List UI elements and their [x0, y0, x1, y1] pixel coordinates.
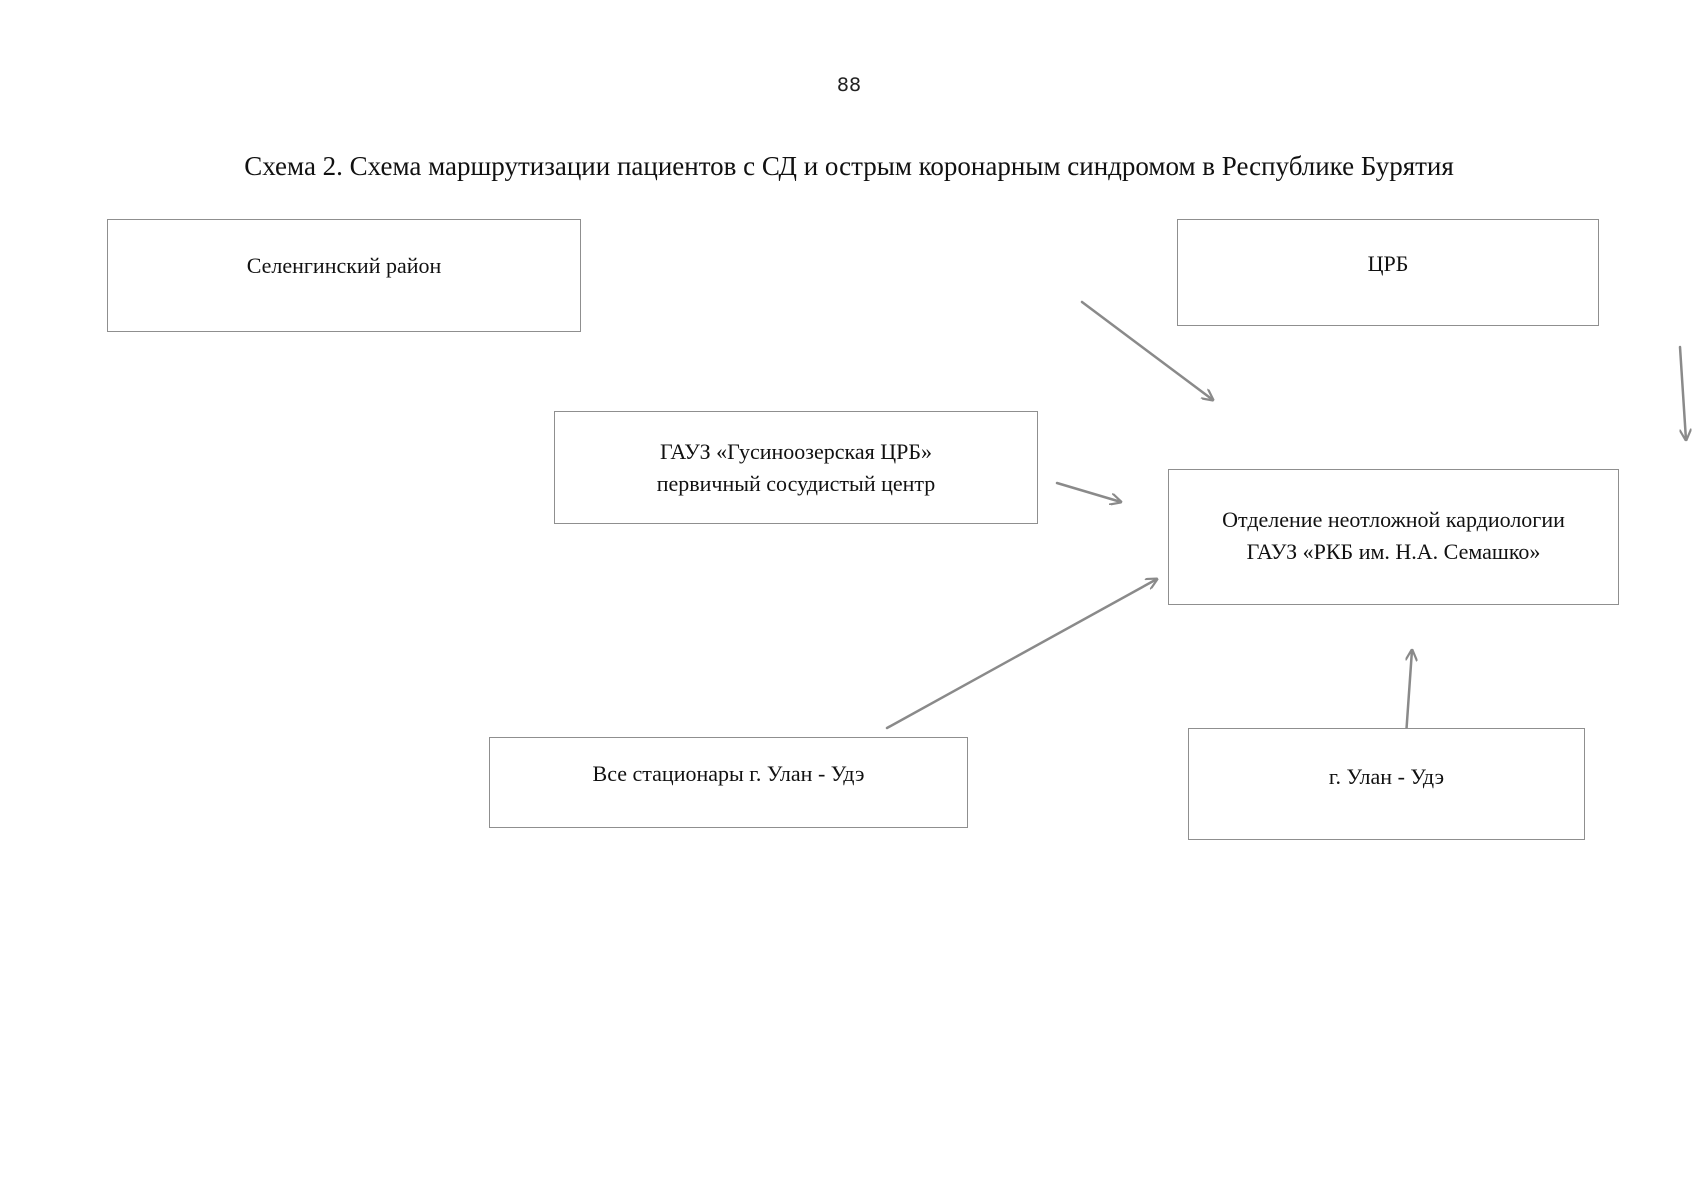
page-number: 88: [836, 74, 862, 96]
node-cardiology-department: Отделение неотложной кардиологии ГАУЗ «Р…: [1168, 469, 1619, 605]
node-label-line-2: первичный сосудистый центр: [656, 471, 936, 496]
node-selenginsky-district: Селенгинский район: [107, 219, 581, 332]
diagram-title: Схема 2. Схема маршрутизации пациентов с…: [244, 151, 1454, 181]
arrow-hospitals-to-cardiology: [885, 579, 1157, 730]
node-crb: ЦРБ: [1177, 219, 1599, 326]
node-ulan-ude: г. Улан - Удэ: [1188, 728, 1585, 840]
arrow-right-edge-down: [1678, 345, 1686, 440]
node-label: Селенгинский район: [246, 253, 442, 278]
node-ulan-ude-hospitals: Все стационары г. Улан - Удэ: [489, 737, 968, 828]
node-gusinoozerskaya-crb: ГАУЗ «Гусиноозерская ЦРБ» первичный сосу…: [554, 411, 1038, 524]
node-label: Все стационары г. Улан - Удэ: [592, 761, 865, 786]
node-label: ЦРБ: [1367, 251, 1409, 276]
arrow-ulan-ude-to-cardiology: [1404, 650, 1412, 738]
node-label-line-1: ГАУЗ «Гусиноозерская ЦРБ»: [660, 439, 932, 464]
node-label-line-1: Отделение неотложной кардиологии: [1222, 507, 1565, 532]
node-label-line-2: ГАУЗ «РКБ им. Н.А. Семашко»: [1246, 539, 1541, 564]
node-label: г. Улан - Удэ: [1328, 764, 1445, 789]
arrow-gusinoozerskaya-to-cardiology: [1055, 481, 1121, 502]
